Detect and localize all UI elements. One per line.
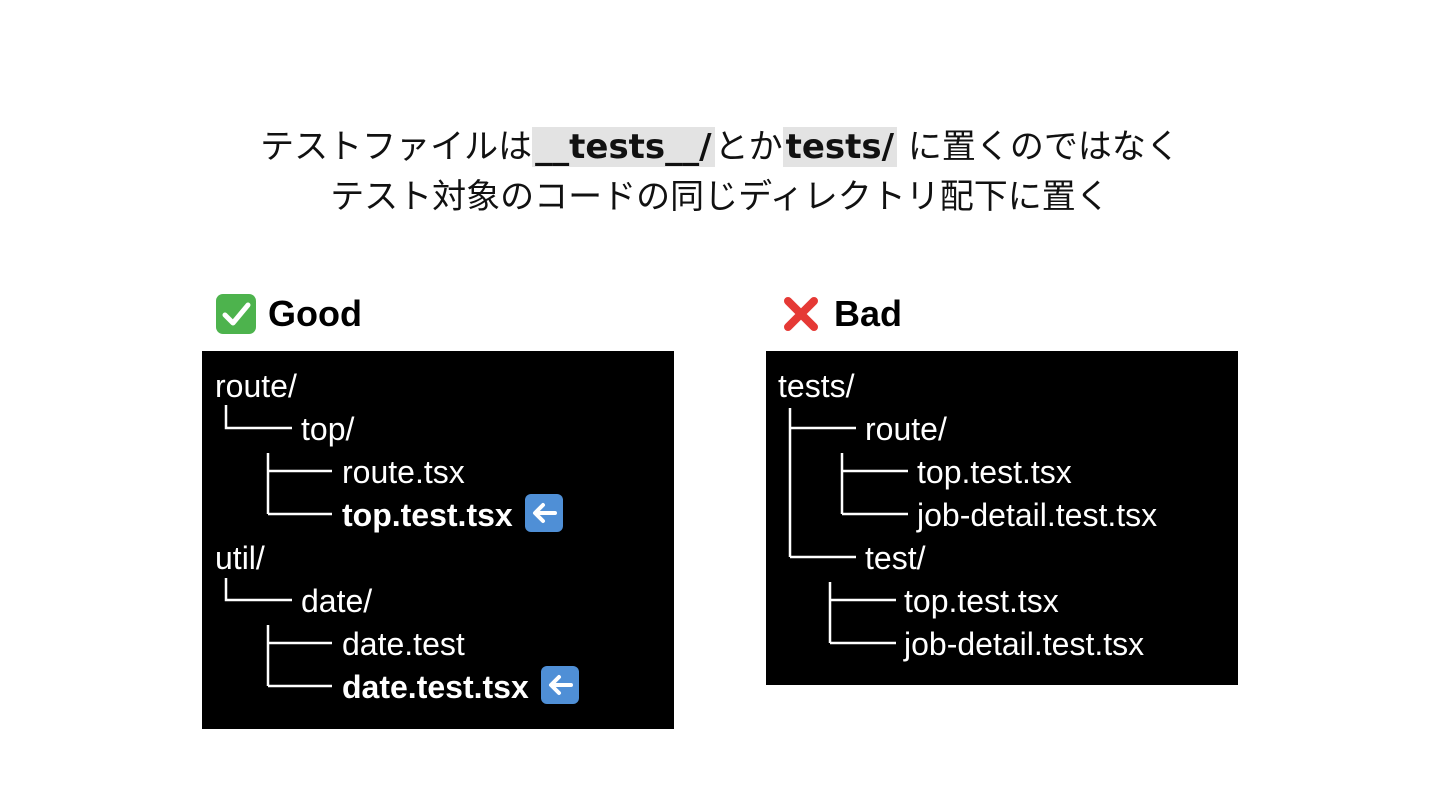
tree-item-folder: tests/ <box>778 368 855 404</box>
good-tree-panel: route/ top/ route.tsx top.test.tsx util/… <box>202 351 674 729</box>
tree-connectors <box>788 408 908 645</box>
left-arrow-icon <box>524 494 563 532</box>
bad-tree-panel: tests/ route/ top.test.tsx job-detail.te… <box>766 351 1238 685</box>
headline-text: に置くのではなく <box>897 127 1180 167</box>
left-arrow-icon <box>540 666 579 704</box>
tree-item-file: job-detail.test.tsx <box>904 626 1145 662</box>
headline-line-1: テストファイルは__tests__/とかtests/ に置くのではなく <box>0 122 1440 172</box>
tree-connectors <box>224 405 332 688</box>
file-name: date.test.tsx <box>342 669 529 705</box>
tree-item-folder: test/ <box>865 540 926 576</box>
tree-item-file: top.test.tsx <box>917 454 1072 490</box>
tree-item-file: route.tsx <box>342 454 465 490</box>
bad-title: Bad <box>834 293 903 334</box>
tree-item-file: top.test.tsx <box>904 583 1059 619</box>
tree-item-file: job-detail.test.tsx <box>917 497 1158 533</box>
headline-line-2: テスト対象のコードの同じディレクトリ配下に置く <box>330 177 1110 217</box>
code-tests-dunder: __tests__/ <box>532 127 715 167</box>
tree-item-folder: date/ <box>301 583 373 619</box>
headline-text: テストファイルは <box>260 127 533 167</box>
tree-item-folder: route/ <box>865 411 947 447</box>
headline-text: とか <box>714 127 783 167</box>
tree-item-file: date.test <box>342 626 465 662</box>
good-heading: Good <box>216 290 362 338</box>
tree-item-folder: top/ <box>301 411 355 447</box>
cross-mark-icon <box>780 293 822 335</box>
file-name: top.test.tsx <box>342 497 513 533</box>
tree-item-folder: util/ <box>215 540 265 576</box>
headline: テストファイルは__tests__/とかtests/ に置くのではなく テスト対… <box>0 122 1440 222</box>
code-tests-dir: tests/ <box>782 127 898 167</box>
tree-item-file-highlighted: top.test.tsx <box>342 494 563 537</box>
tree-item-folder: route/ <box>215 368 297 404</box>
tree-item-file-highlighted: date.test.tsx <box>342 666 579 709</box>
check-mark-icon <box>216 294 256 334</box>
good-title: Good <box>268 293 362 334</box>
bad-heading: Bad <box>780 290 902 338</box>
